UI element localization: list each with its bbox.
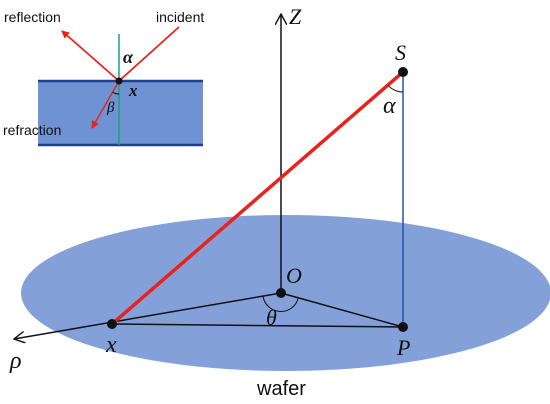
- wafer-label: wafer: [256, 378, 306, 400]
- incident-ray: [118, 26, 180, 82]
- point-x: [107, 319, 117, 329]
- source-ray: [110, 70, 405, 326]
- rho-axis-label: ρ: [9, 348, 22, 374]
- refraction-label: refraction: [3, 122, 61, 138]
- theta-label: θ: [266, 305, 277, 330]
- beta-angle-arc: [112, 91, 120, 95]
- rho-axis: [14, 292, 282, 339]
- point-s-label: S: [395, 40, 406, 65]
- inset-x-label: x: [128, 81, 138, 100]
- point-s: [398, 67, 408, 77]
- incident-label: incident: [156, 9, 204, 25]
- o-to-p-line: [280, 292, 404, 328]
- alpha-label: α: [383, 93, 396, 119]
- inset-layer: [38, 81, 203, 145]
- point-x-label: x: [105, 332, 117, 358]
- point-o: [276, 288, 286, 298]
- reflection-label: reflection: [4, 9, 61, 25]
- inset-incidence-point: [115, 77, 123, 85]
- refraction-ray: [91, 80, 120, 129]
- theta-angle-arc: [262, 295, 299, 313]
- point-p-label: P: [396, 335, 410, 360]
- inset-alpha-label: α: [123, 47, 134, 67]
- z-axis-label: Z: [289, 4, 302, 29]
- point-p: [398, 322, 408, 332]
- point-o-label: O: [286, 263, 302, 288]
- alpha-angle-arc: [387, 84, 404, 93]
- x-to-p-line: [111, 323, 404, 328]
- reflection-ray: [61, 30, 120, 82]
- beta-label: β: [106, 100, 115, 116]
